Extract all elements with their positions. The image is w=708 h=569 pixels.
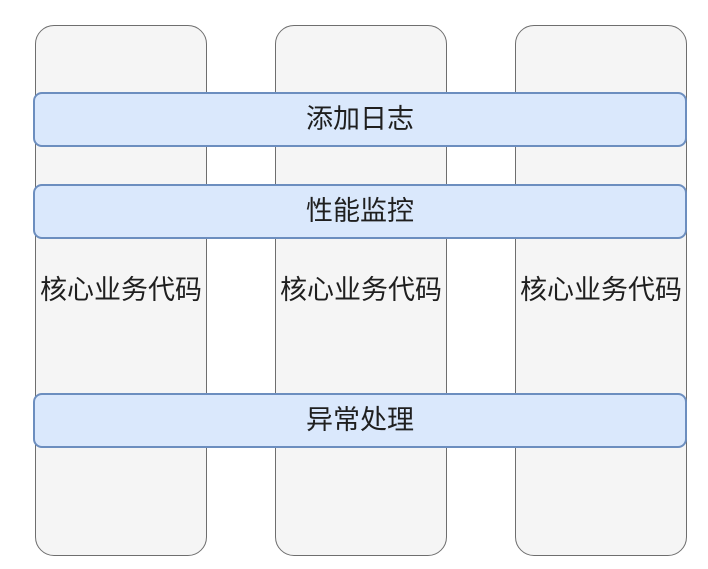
- pillar-label: 核心业务代码: [280, 275, 442, 306]
- crosscut-bar-exception-handling: 异常处理: [33, 393, 687, 448]
- crosscut-bar-label: 异常处理: [306, 405, 414, 436]
- pillar-label: 核心业务代码: [40, 275, 202, 306]
- crosscut-bar-label: 性能监控: [306, 196, 414, 227]
- crosscut-bar-performance-monitoring: 性能监控: [33, 184, 687, 239]
- pillar-label: 核心业务代码: [520, 275, 682, 306]
- crosscut-bar-label: 添加日志: [306, 104, 414, 135]
- crosscut-bar-logging: 添加日志: [33, 92, 687, 147]
